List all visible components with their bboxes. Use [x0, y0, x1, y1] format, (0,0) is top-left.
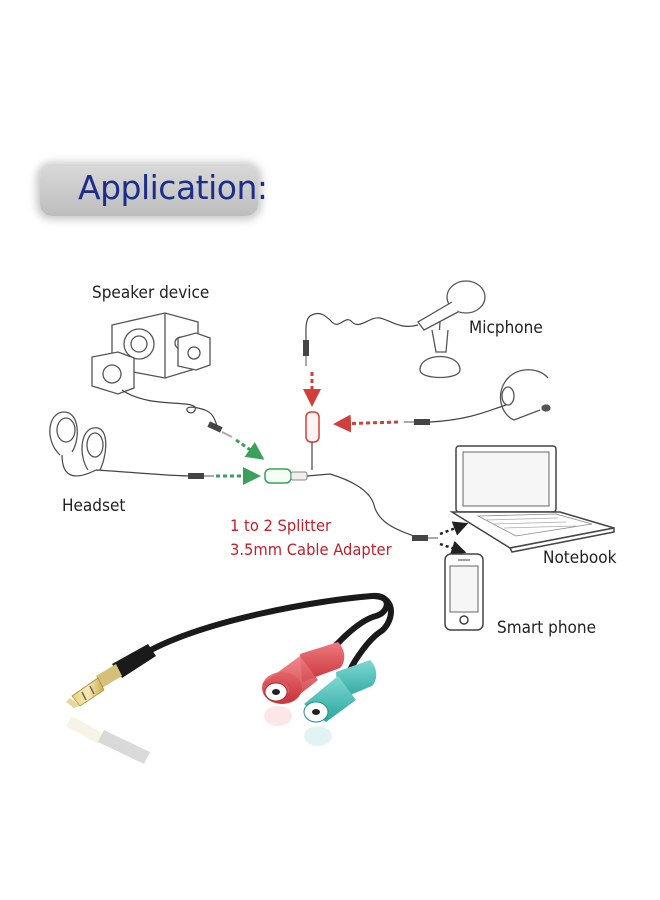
microphone-cable	[305, 312, 419, 341]
microphone-plug	[303, 340, 309, 366]
main-cable	[329, 473, 421, 539]
speaker-device-label: Speaker device	[92, 283, 210, 303]
diagram-title: Application:	[78, 168, 268, 207]
speaker-plug	[207, 421, 233, 438]
head-microphone-arrow	[333, 414, 399, 433]
headset-label: Headset	[62, 496, 126, 516]
splitter-label-line1: 1 to 2 Splitter	[230, 516, 332, 535]
speaker-arrow	[235, 438, 265, 460]
head-microphone-cable	[429, 404, 507, 423]
notebook-icon	[449, 445, 615, 553]
splitter-label-line2: 3.5mm Cable Adapter	[230, 540, 392, 559]
splitter-icon	[264, 468, 331, 484]
headset-cable	[61, 454, 193, 477]
main-plug	[412, 535, 438, 541]
microphone-icon	[417, 280, 486, 379]
title-banner	[40, 166, 258, 216]
notebook-label: Notebook	[543, 548, 617, 568]
head-microphone-plug	[404, 419, 430, 425]
speaker-cable	[121, 389, 219, 429]
micphone-label: Micphone	[469, 318, 543, 338]
splitter-cable-photo	[66, 592, 394, 764]
speaker-device-icon	[91, 312, 211, 395]
smartphone-icon	[444, 553, 484, 631]
headset-plug	[188, 473, 214, 479]
mic-splitter-icon	[305, 411, 320, 470]
notebook-arrow	[439, 521, 469, 536]
smartphone-arrow	[439, 540, 467, 556]
headset-icon	[49, 411, 107, 471]
head-microphone-icon	[499, 369, 551, 421]
smartphone-label: Smart phone	[497, 618, 597, 638]
